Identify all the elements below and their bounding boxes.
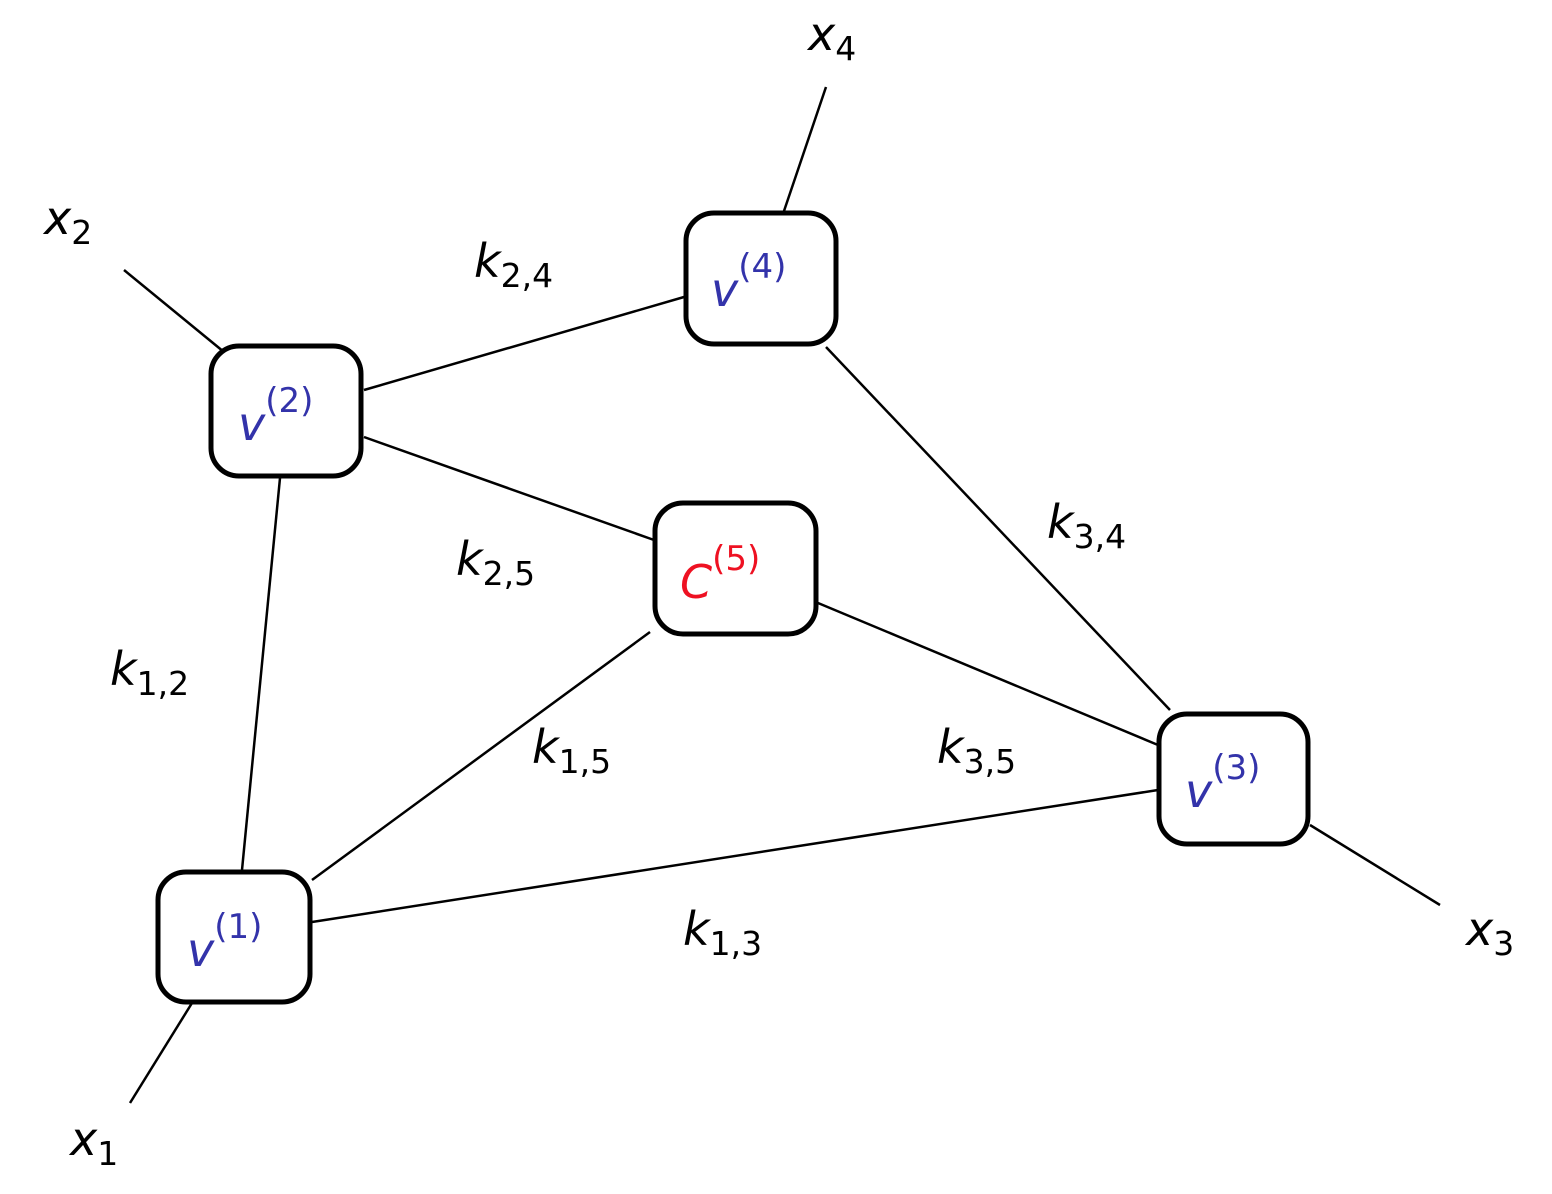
edge-v2-v4 (363, 295, 685, 392)
line-x4 (782, 86, 828, 212)
label-x1: x1 (68, 1112, 118, 1173)
node-v3-box (1156, 711, 1311, 847)
label-x4-sub: 4 (835, 29, 856, 68)
label-k34-base: k (1047, 495, 1076, 549)
label-x4-base: x (806, 7, 836, 61)
label-x2: x2 (42, 191, 92, 252)
line-x1 (128, 1002, 194, 1104)
node-v4-base: v (711, 263, 739, 317)
label-k13: k1,3 (683, 902, 762, 963)
label-x1-sub: 1 (97, 1134, 118, 1173)
input-labels: x1 x2 x3 x4 (42, 7, 1514, 1173)
label-k24-base: k (474, 234, 503, 288)
label-k25-base: k (456, 532, 485, 586)
line-x3 (1309, 823, 1441, 907)
node-v2-box (208, 343, 364, 479)
node-c5-sup: (5) (712, 539, 760, 579)
node-v4-box (683, 210, 839, 347)
node-v4-label: v(4) (711, 247, 786, 317)
label-k12-base: k (110, 642, 139, 696)
edge-v4-v3 (825, 346, 1171, 711)
label-k15-base: k (532, 720, 561, 774)
edges (240, 295, 1171, 924)
edge-v2-c5 (363, 435, 655, 542)
node-v2-sup: (2) (265, 381, 313, 421)
node-v2-label: v(2) (238, 381, 313, 451)
label-k25-sub: 2,5 (483, 554, 535, 593)
edge-v2-v1 (240, 477, 282, 871)
edge-c5-v3 (817, 601, 1159, 747)
node-v1-label: v(1) (187, 907, 262, 977)
label-k15: k1,5 (532, 720, 611, 781)
label-k34: k3,4 (1047, 495, 1126, 556)
node-c5-box (652, 500, 819, 637)
node-v2-base: v (238, 397, 266, 451)
label-k12-sub: 1,2 (137, 664, 189, 703)
node-c5: C(5) (652, 500, 819, 637)
label-k34-sub: 3,4 (1074, 517, 1126, 556)
node-c5-base: C (680, 555, 712, 609)
node-v1-box (155, 869, 313, 1005)
label-k35-base: k (937, 720, 966, 774)
label-k24: k2,4 (474, 234, 553, 295)
label-x2-base: x (42, 191, 72, 245)
label-x4: x4 (806, 7, 856, 68)
label-k12: k1,2 (110, 642, 189, 703)
edge-v1-v3 (311, 788, 1159, 924)
label-k35: k3,5 (937, 720, 1016, 781)
line-x2 (123, 269, 225, 353)
node-v4-sup: (4) (738, 247, 786, 287)
node-v1-sup: (1) (214, 907, 262, 947)
label-x2-sub: 2 (71, 213, 92, 252)
label-x3-base: x (1464, 902, 1494, 956)
label-k25: k2,5 (456, 532, 535, 593)
input-lines (123, 86, 1441, 1104)
node-v3-base: v (1185, 764, 1213, 818)
node-v3: v(3) (1156, 711, 1311, 847)
node-v1: v(1) (155, 869, 313, 1005)
label-k35-sub: 3,5 (964, 742, 1016, 781)
node-v3-sup: (3) (1212, 748, 1260, 788)
label-k13-base: k (683, 902, 712, 956)
node-v2: v(2) (208, 343, 364, 479)
label-x1-base: x (68, 1112, 98, 1166)
node-v4: v(4) (683, 210, 839, 347)
node-v3-label: v(3) (1185, 748, 1260, 818)
edge-c5-v1 (311, 630, 651, 882)
node-v1-base: v (187, 923, 215, 977)
label-x3: x3 (1464, 902, 1514, 963)
label-k13-sub: 1,3 (710, 924, 762, 963)
node-c5-label: C(5) (680, 539, 760, 609)
label-x3-sub: 3 (1493, 924, 1514, 963)
label-k15-sub: 1,5 (559, 742, 611, 781)
edge-labels: k1,2 k1,3 k1,5 k2,4 k2,5 k3,4 k3,5 (110, 234, 1126, 963)
label-k24-sub: 2,4 (501, 256, 553, 295)
